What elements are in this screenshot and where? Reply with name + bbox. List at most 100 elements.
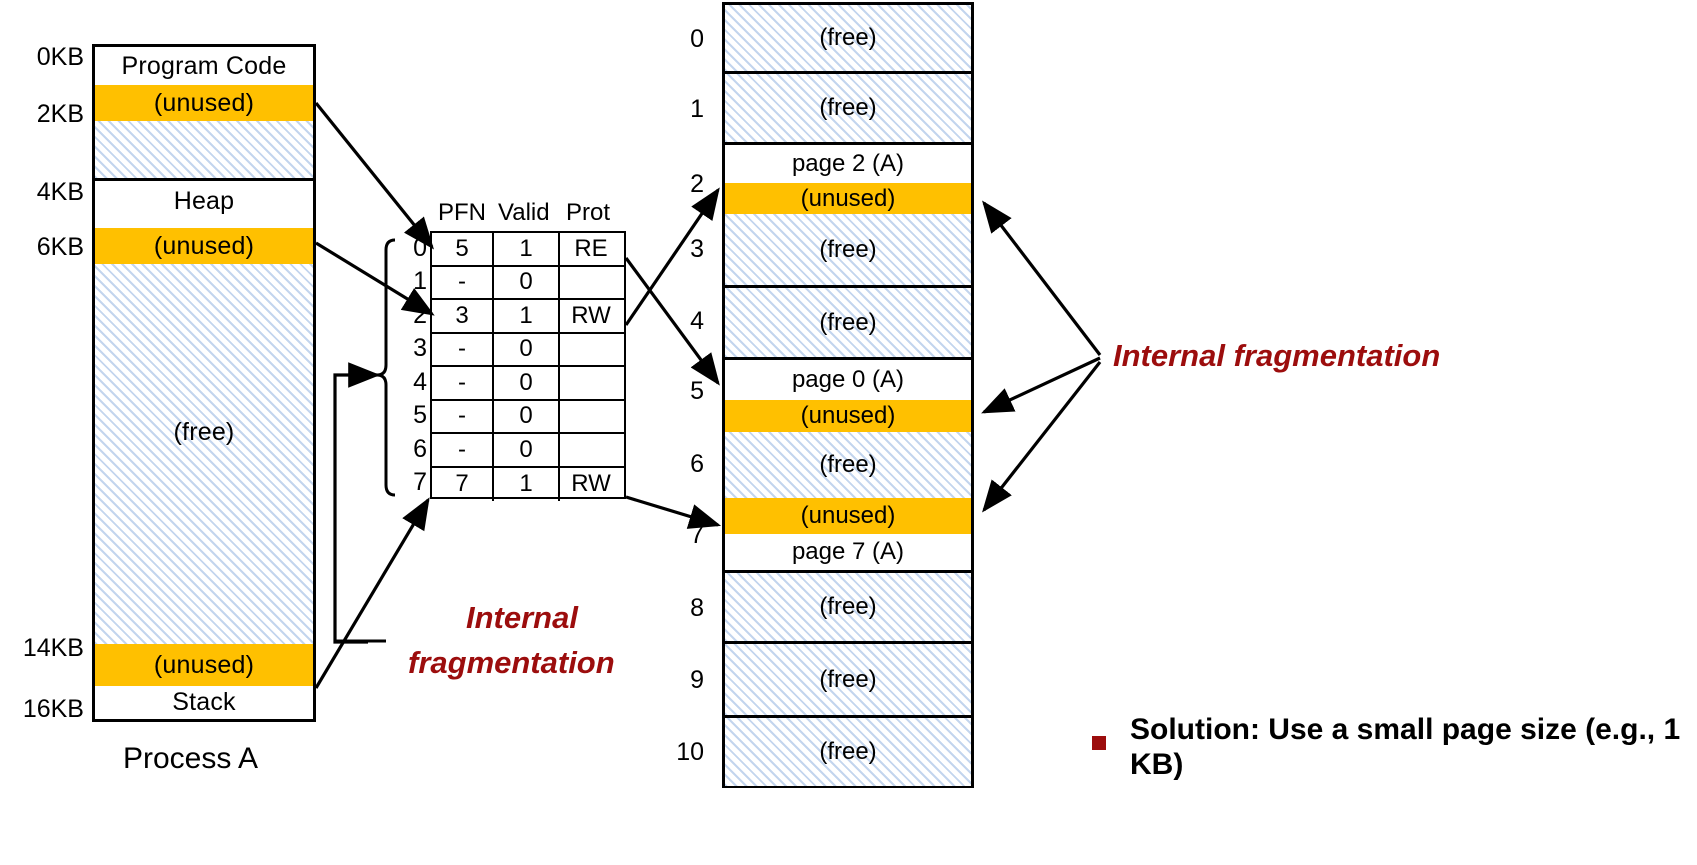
pm-index-7: 7 xyxy=(690,521,704,549)
pm-index-8: 8 xyxy=(690,594,704,622)
pt-cell-valid: 1 xyxy=(494,300,560,332)
pt-cell-pfn: - xyxy=(432,400,494,432)
pt-cell-prot: RW xyxy=(571,470,611,498)
page-table-row: - 0 xyxy=(432,400,624,434)
pt-cell-prot xyxy=(560,334,622,366)
pm-index-4: 4 xyxy=(690,307,704,335)
frame-5-unused: (unused) xyxy=(725,400,971,432)
pt-cell-valid: 0 xyxy=(494,367,560,399)
segment-free: (free) xyxy=(95,264,313,644)
pm-index-10: 10 xyxy=(676,738,704,766)
frame-2-unused: (unused) xyxy=(725,183,971,214)
segment-program-code: Program Code xyxy=(95,47,313,85)
page-table-row: 3 1 RW xyxy=(432,300,624,334)
pt-cell-pfn: - xyxy=(432,333,494,365)
arrow-frag-to-frame5 xyxy=(981,356,1101,414)
pt-cell-prot: RE xyxy=(574,234,608,262)
pt-index-4: 4 xyxy=(413,368,427,396)
segment-label: (free) xyxy=(173,417,235,446)
pt-cell-pfn: 7 xyxy=(432,467,494,501)
address-label-6kb: 6KB xyxy=(36,233,84,261)
pt-cell-valid: 1 xyxy=(494,233,560,265)
pt-cell-valid: 0 xyxy=(494,333,560,365)
page-table-header-pfn: PFN xyxy=(438,199,486,226)
pt-index-5: 5 xyxy=(413,401,427,429)
arrow-frag-to-frame2 xyxy=(982,200,1102,356)
page-table-row: - 0 xyxy=(432,266,624,300)
pt-cell-pfn: - xyxy=(432,434,494,466)
pt-cell-prot: RW xyxy=(571,301,611,329)
pm-index-3: 3 xyxy=(690,235,704,263)
segment-label: Program Code xyxy=(121,51,287,80)
pm-index-0: 0 xyxy=(690,25,704,53)
frame-divider xyxy=(722,641,974,644)
frame-divider xyxy=(722,285,974,288)
page-table-row: 7 1 RW xyxy=(432,467,624,501)
pm-index-2: 2 xyxy=(690,170,704,198)
frame-5-page0a: page 0 (A) xyxy=(725,360,971,400)
pt-cell-prot xyxy=(560,367,622,399)
frame-10-free: (free) xyxy=(725,718,971,786)
left-frag-line1: Internal xyxy=(466,600,578,635)
segment-stack: Stack xyxy=(95,686,313,719)
arrow-stack-to-brace xyxy=(333,362,381,644)
page-table: 5 1 RE - 0 3 1 RW - 0 - 0 - 0 - 0 7 1 RW xyxy=(430,231,626,501)
address-label-16kb: 16KB xyxy=(22,695,84,723)
page-table-row: - 0 xyxy=(432,367,624,401)
solution-text: Solution: Use a small page size (e.g., 1… xyxy=(1130,713,1681,782)
frame-divider xyxy=(722,715,974,718)
pt-cell-pfn: - xyxy=(432,266,494,298)
process-a-label: Process A xyxy=(123,742,259,775)
segment-label: (unused) xyxy=(153,231,255,260)
arrow-pt7-to-frame7 xyxy=(625,495,722,529)
frame-1-free: (free) xyxy=(725,74,971,142)
pt-cell-valid: 0 xyxy=(494,400,560,432)
frame-7-unused: (unused) xyxy=(725,498,971,534)
arrow-code-to-pt0 xyxy=(314,101,435,250)
page-table-header-valid: Valid xyxy=(498,199,550,226)
pt-cell-pfn: - xyxy=(432,367,494,399)
segment-code-unused: (unused) xyxy=(95,85,313,121)
address-label-0kb: 0KB xyxy=(36,43,84,71)
pt-cell-prot xyxy=(560,401,622,433)
right-frag-label: Internal fragmentation xyxy=(1113,338,1441,373)
segment-label: (unused) xyxy=(153,88,255,117)
frame-2-page2a: page 2 (A) xyxy=(725,145,971,183)
frame-divider xyxy=(722,142,974,145)
page-table-row: - 0 xyxy=(432,333,624,367)
physical-memory-box xyxy=(722,2,974,788)
address-label-4kb: 4KB xyxy=(36,178,84,206)
page-table-header-prot: Prot xyxy=(566,199,611,226)
pt-cell-pfn: 5 xyxy=(432,233,494,265)
frame-divider xyxy=(722,71,974,74)
page-table-row: 5 1 RE xyxy=(432,233,624,267)
pt-index-2: 2 xyxy=(413,301,427,329)
frame-divider xyxy=(722,570,974,573)
pm-index-5: 5 xyxy=(690,377,704,405)
pt-index-3: 3 xyxy=(413,334,427,362)
segment-label: Stack xyxy=(172,688,236,716)
segment-heap: Heap xyxy=(95,181,313,222)
segment-heap-unused: (unused) xyxy=(95,228,313,264)
pt-index-1: 1 xyxy=(413,267,427,295)
arrow-frag-to-frame7 xyxy=(982,361,1102,513)
pt-index-7: 7 xyxy=(413,468,427,496)
left-frag-line2: fragmentation xyxy=(408,645,615,680)
segment-divider-4kb xyxy=(92,178,316,181)
frame-4-free: (free) xyxy=(725,288,971,357)
segment-code-free xyxy=(95,121,313,178)
pt-cell-pfn: 3 xyxy=(432,300,494,332)
pt-index-0: 0 xyxy=(413,234,427,262)
pt-cell-valid: 0 xyxy=(494,434,560,466)
arrow-pt0-to-frame5 xyxy=(624,257,720,386)
frame-8-free: (free) xyxy=(725,573,971,641)
page-table-brace xyxy=(376,238,396,497)
frame-7-page7a: page 7 (A) xyxy=(725,534,971,570)
address-label-2kb: 2KB xyxy=(36,100,84,128)
address-label-14kb: 14KB xyxy=(22,634,84,662)
page-table-row: - 0 xyxy=(432,434,624,468)
frame-0-free: (free) xyxy=(725,5,971,71)
pm-index-9: 9 xyxy=(690,666,704,694)
pt-cell-valid: 0 xyxy=(494,266,560,298)
segment-label: Heap xyxy=(173,187,235,215)
